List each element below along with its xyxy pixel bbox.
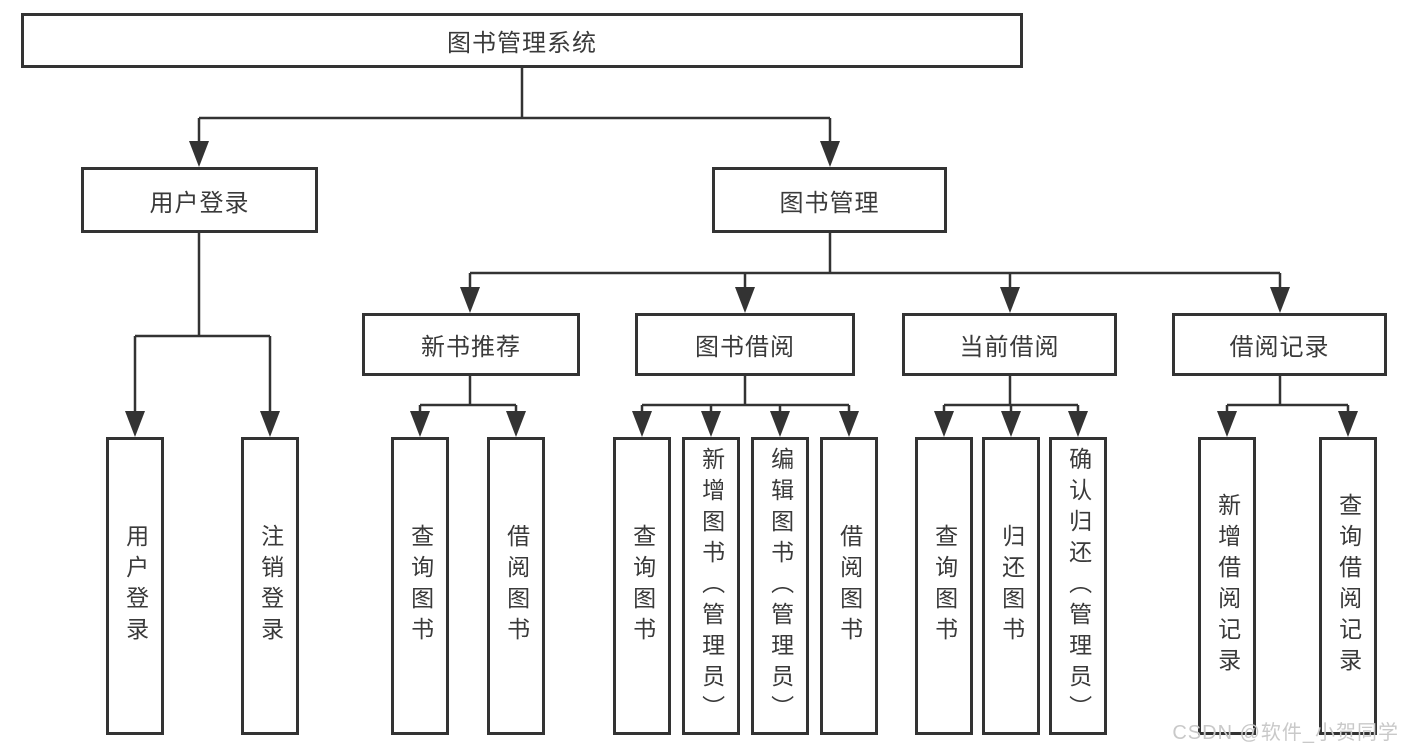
node-root: 图书管理系统 [21, 13, 1023, 68]
node-label: 新书推荐 [421, 334, 521, 361]
leaf-add-book-admin: 新增图书（管理员） [682, 437, 740, 735]
node-label: 查询图书 [629, 524, 656, 648]
leaf-user-login: 用户登录 [106, 437, 164, 735]
leaf-query-books-borrow: 查询图书 [613, 437, 671, 735]
node-book-borrow: 图书借阅 [635, 313, 855, 376]
leaf-borrow-books-recommend: 借阅图书 [487, 437, 545, 735]
node-label: 编辑图书（管理员） [767, 446, 794, 726]
node-label: 图书借阅 [695, 334, 795, 361]
node-label: 查询图书 [407, 524, 434, 648]
node-label: 借阅图书 [503, 524, 530, 648]
node-label: 用户登录 [122, 524, 149, 648]
node-label: 确认归还（管理员） [1065, 446, 1092, 726]
node-label: 图书管理系统 [447, 30, 597, 57]
leaf-return-books: 归还图书 [982, 437, 1040, 735]
node-label: 新增图书（管理员） [698, 446, 725, 726]
node-label: 新增借阅记录 [1214, 493, 1241, 679]
node-current-borrow: 当前借阅 [902, 313, 1117, 376]
leaf-logout: 注销登录 [241, 437, 299, 735]
node-label: 当前借阅 [959, 334, 1060, 361]
node-book-management: 图书管理 [712, 167, 947, 233]
node-label: 用户登录 [149, 189, 250, 217]
node-user-login: 用户登录 [81, 167, 318, 233]
leaf-query-borrow-record: 查询借阅记录 [1319, 437, 1377, 735]
leaf-query-books-current: 查询图书 [915, 437, 973, 735]
node-label: 归还图书 [998, 524, 1025, 648]
node-label: 图书管理 [779, 189, 880, 217]
node-label: 查询图书 [931, 524, 958, 648]
arrow-down-icons [125, 141, 1358, 437]
node-new-book-recommend: 新书推荐 [362, 313, 580, 376]
leaf-query-books-recommend: 查询图书 [391, 437, 449, 735]
csdn-watermark: CSDN @软件_小贺同学 [1172, 722, 1399, 744]
node-label: 查询借阅记录 [1335, 493, 1362, 679]
leaf-edit-book-admin: 编辑图书（管理员） [751, 437, 809, 735]
leaf-add-borrow-record: 新增借阅记录 [1198, 437, 1256, 735]
leaf-confirm-return-admin: 确认归还（管理员） [1049, 437, 1107, 735]
node-label: 借阅记录 [1229, 334, 1330, 361]
node-label: 注销登录 [257, 524, 284, 648]
node-borrow-records: 借阅记录 [1172, 313, 1387, 376]
node-label: 借阅图书 [836, 524, 863, 648]
leaf-borrow-books: 借阅图书 [820, 437, 878, 735]
